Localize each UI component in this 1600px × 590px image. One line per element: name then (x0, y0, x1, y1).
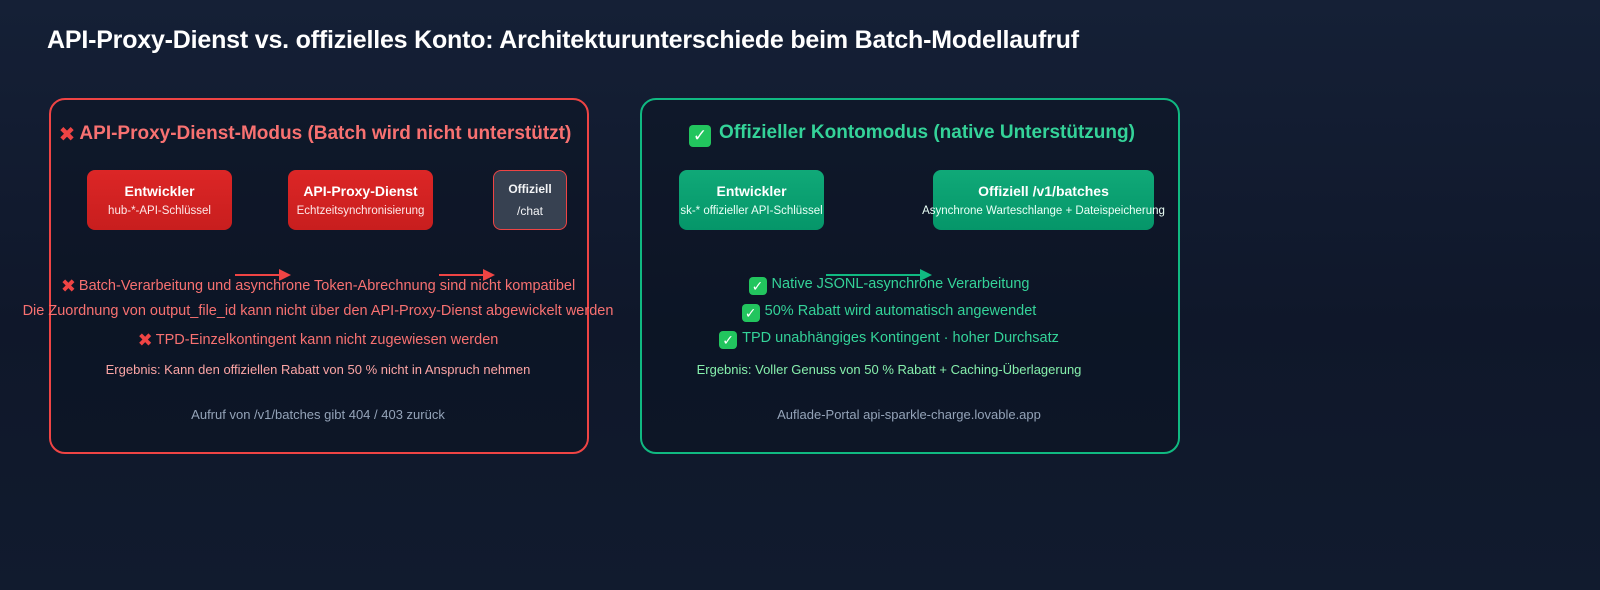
issue-tpd-quota: ✖TPD-Einzelkontingent kann nicht zugewie… (0, 330, 668, 351)
flow-arrow (235, 269, 291, 281)
node-subtitle: Asynchrone Warteschlange + Dateispeicher… (922, 205, 1165, 217)
check-mark-icon: ✓ (741, 304, 760, 322)
cross-mark-icon: ✖ (137, 330, 153, 350)
flow-arrow (439, 269, 495, 281)
issue-text: Die Zuordnung von output_file_id kann ni… (22, 303, 614, 319)
check-mark-icon: ✓ (719, 331, 738, 349)
node-official-batches: Offiziell /v1/batches Asynchrone Wartesc… (922, 170, 1165, 230)
flow-arrow (826, 269, 932, 281)
issue-output-file-id: Die Zuordnung von output_file_id kann ni… (0, 303, 668, 319)
node-subtitle: sk-* offizieller API-Schlüssel (680, 205, 823, 217)
official-mode-panel: ✓ Offizieller Kontomodus (native Unterstü… (640, 98, 1180, 454)
cross-mark-icon: ✖ (60, 276, 76, 296)
node-official-chat: Offiziell /chat (493, 170, 567, 230)
proxy-mode-heading-text: API-Proxy-Dienst-Modus (Batch wird nicht… (79, 123, 572, 144)
node-title: Entwickler (124, 183, 195, 199)
issue-text: Batch-Verarbeitung und asynchrone Token-… (78, 278, 576, 294)
node-developer-official: Entwickler sk-* offizieller API-Schlüsse… (679, 170, 824, 230)
official-mode-heading: ✓ Offizieller Kontomodus (native Unterstü… (642, 122, 1182, 147)
issue-text: TPD-Einzelkontingent kann nicht zugewies… (155, 332, 499, 348)
node-api-proxy: API-Proxy-Dienst Echtzeitsynchronisierun… (288, 170, 433, 230)
node-title: Entwickler (716, 183, 787, 199)
check-mark-icon: ✓ (748, 277, 767, 295)
official-footer: Auflade-Portal api-sparkle-charge.lovabl… (777, 407, 1041, 422)
benefit-text: 50% Rabatt wird automatisch angewendet (764, 303, 1037, 319)
node-title: Offiziell (508, 182, 552, 196)
benefit-text: Native JSONL-asynchrone Verarbeitung (771, 276, 1030, 292)
proxy-result: Ergebnis: Kann den offiziellen Rabatt vo… (105, 362, 531, 377)
node-subtitle: hub-*-API-Schlüssel (108, 205, 211, 217)
benefit-tpd: ✓TPD unabhängiges Kontingent · hoher Dur… (539, 330, 1239, 349)
cross-mark-icon: ✖ (58, 124, 76, 146)
node-subtitle: Echtzeitsynchronisierung (296, 205, 425, 217)
node-subtitle: /chat (516, 204, 543, 218)
official-mode-heading-text: Offizieller Kontomodus (native Unterstüt… (719, 122, 1135, 143)
node-title: API-Proxy-Dienst (303, 183, 418, 199)
issue-batch-incompatible: ✖Batch-Verarbeitung und asynchrone Token… (0, 276, 668, 297)
proxy-footer: Aufruf von /v1/batches gibt 404 / 403 zu… (191, 407, 445, 422)
node-developer-proxy: Entwickler hub-*-API-Schlüssel (87, 170, 232, 230)
proxy-mode-heading: ✖API-Proxy-Dienst-Modus (Batch wird nich… (45, 122, 585, 147)
benefit-jsonl: ✓Native JSONL-asynchrone Verarbeitung (539, 276, 1239, 295)
page-title: API-Proxy-Dienst vs. offizielles Konto: … (47, 26, 1079, 54)
benefit-discount: ✓50% Rabatt wird automatisch angewendet (539, 303, 1239, 322)
proxy-mode-panel: ✖API-Proxy-Dienst-Modus (Batch wird nich… (49, 98, 589, 454)
check-mark-icon: ✓ (689, 125, 712, 147)
benefit-text: TPD unabhängiges Kontingent · hoher Durc… (742, 330, 1059, 346)
node-title: Offiziell /v1/batches (978, 183, 1109, 199)
official-result: Ergebnis: Voller Genuss von 50 % Rabatt … (696, 362, 1082, 377)
